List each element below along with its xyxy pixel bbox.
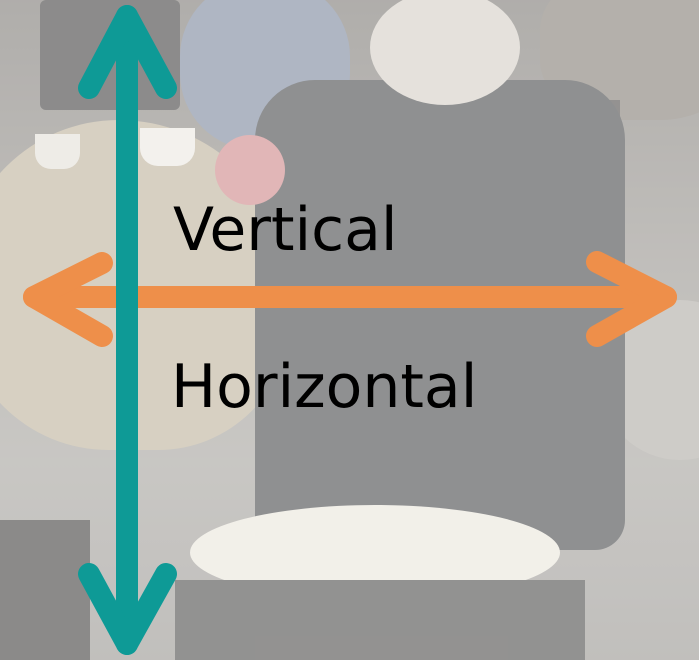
vertical-label: Vertical <box>173 195 398 265</box>
horizontal-label: Horizontal <box>171 352 478 422</box>
horizontal-arrow-right-head <box>586 251 677 347</box>
chair-legs <box>175 580 585 660</box>
coffee-cup <box>140 128 195 166</box>
vertical-arrow-top-head <box>78 5 177 99</box>
pink-object <box>215 135 285 205</box>
coffee-cup-left <box>35 134 80 169</box>
horizontal-arrow-left-head <box>23 252 113 347</box>
horizontal-arrow <box>23 251 677 347</box>
vertical-arrow-bottom-head <box>78 563 177 655</box>
vertical-arrow <box>78 5 177 655</box>
chair-bottom-left <box>0 520 90 660</box>
person-head <box>370 0 520 105</box>
person-jacket <box>255 80 625 550</box>
